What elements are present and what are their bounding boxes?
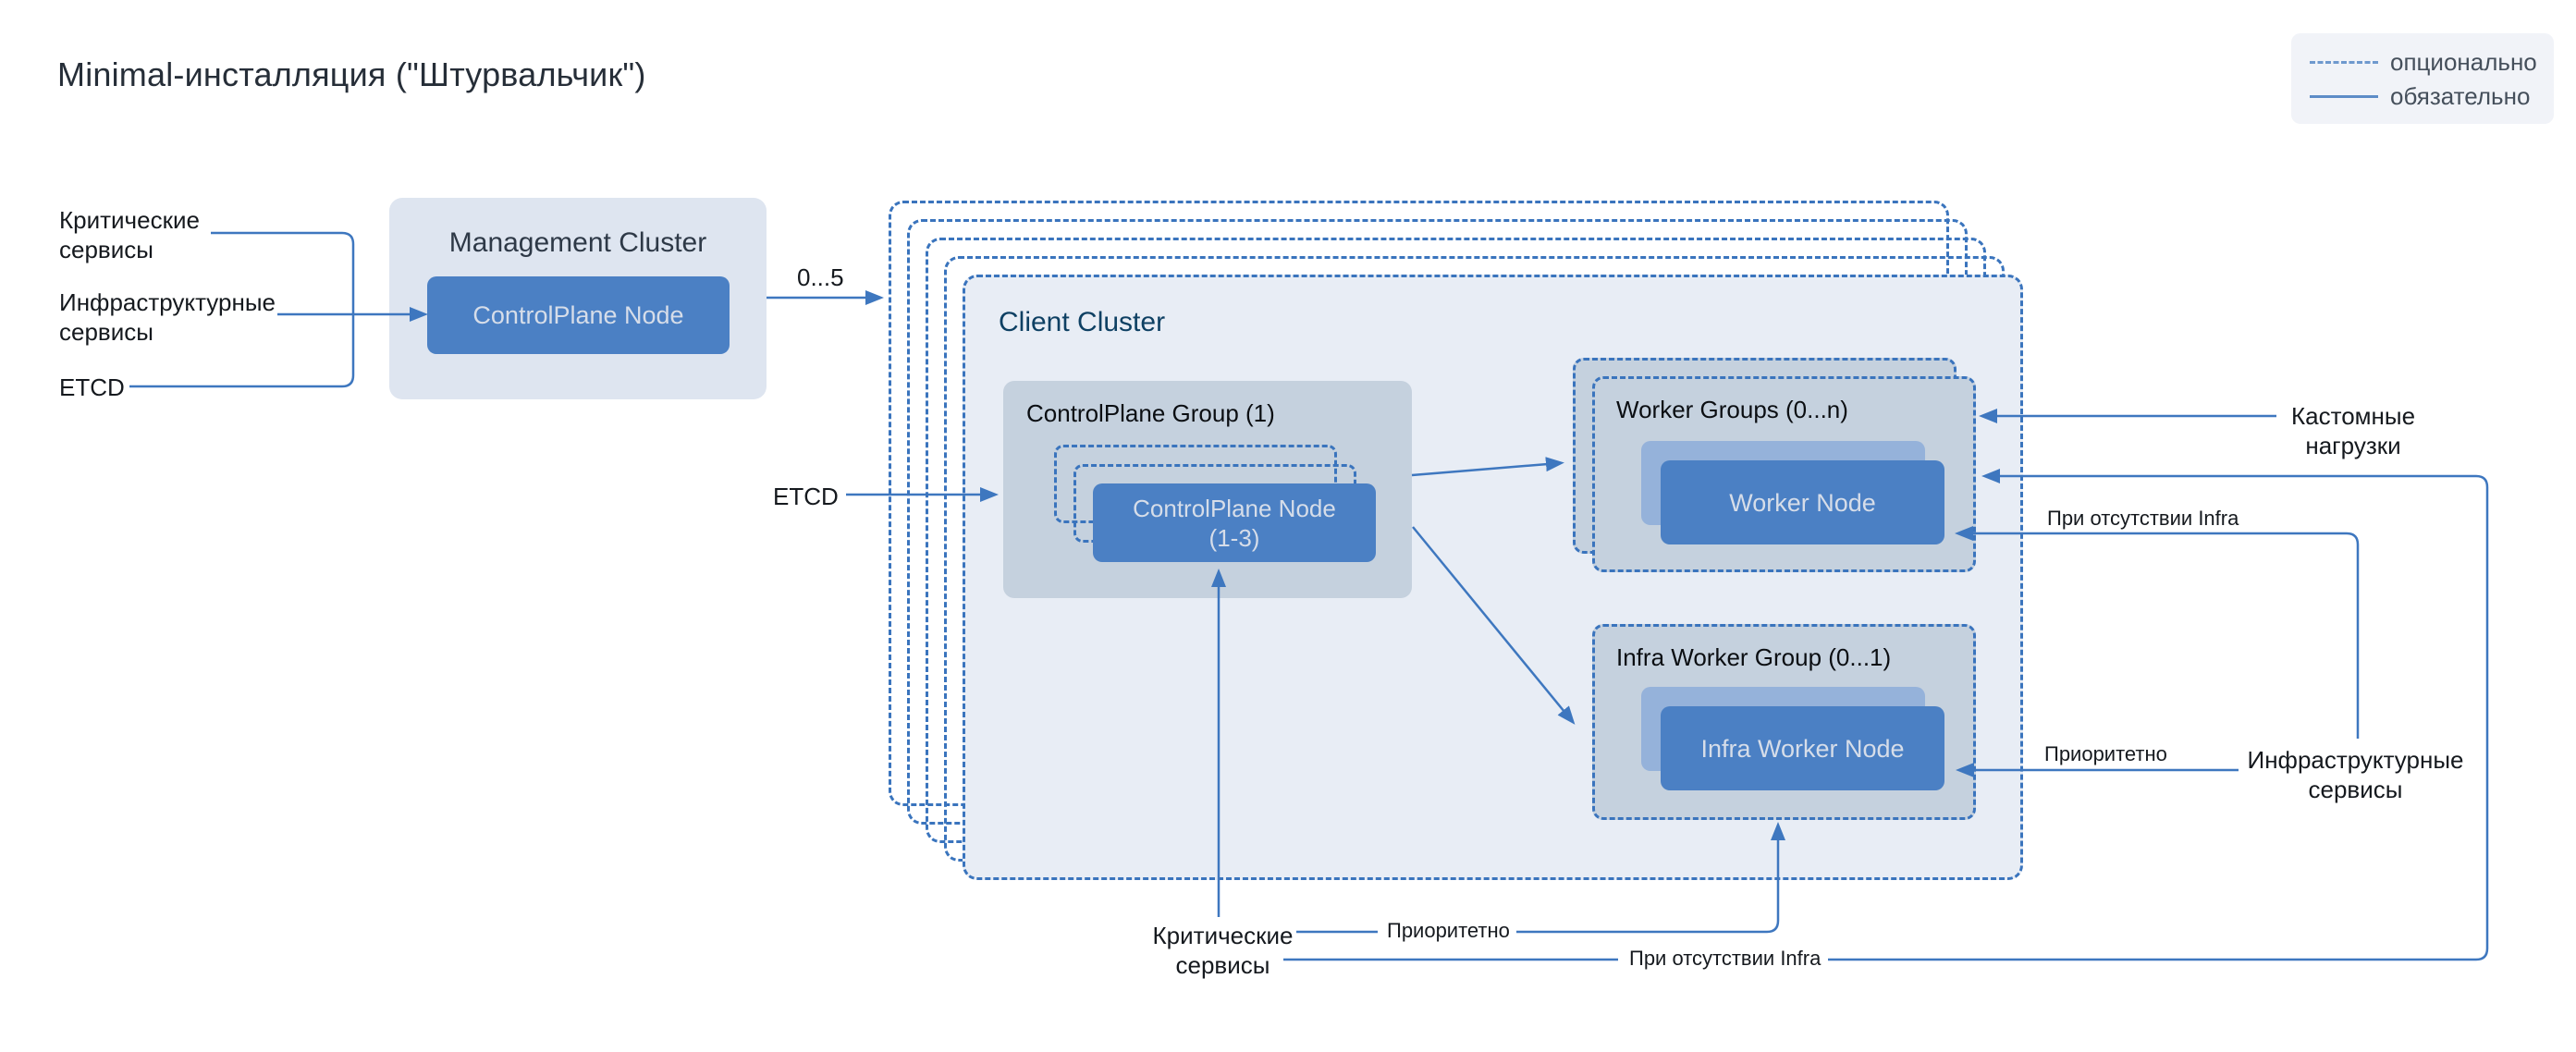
solid-line-sample — [2310, 94, 2378, 98]
legend: опционально обязательно — [2291, 33, 2554, 124]
page-title: Minimal-инсталляция ("Штурвальчик") — [57, 55, 646, 93]
client-controlplane-node: ControlPlane Node (1-3) — [1093, 483, 1376, 562]
label-critical-services-bottom: Критические сервисы — [1152, 922, 1294, 979]
label-etcd-left: ETCD — [59, 373, 125, 401]
label-critical-services-left: Критические сервисы — [59, 206, 200, 263]
management-controlplane-node: ControlPlane Node — [427, 276, 730, 354]
label-no-infra-right: При отсутствии Infra — [2047, 507, 2239, 530]
label-priority-right: Приоритетно — [2044, 742, 2167, 765]
label-infra-services-right: Инфраструктурные сервисы — [2247, 746, 2464, 803]
label-etcd-client: ETCD — [773, 483, 839, 510]
edge-no-infra-right — [1955, 526, 2360, 739]
dashed-line-sample — [2310, 60, 2378, 64]
label-mgmt-to-client-count: 0...5 — [797, 263, 844, 291]
legend-row-optional: опционально — [2310, 47, 2537, 76]
label-priority-bottom: Приоритетно — [1387, 919, 1510, 942]
management-cluster-title: Management Cluster — [448, 227, 707, 258]
label-custom-loads: Кастомные нагрузки — [2290, 402, 2416, 459]
client-cluster-title: Client Cluster — [999, 307, 1166, 337]
legend-optional-label: опционально — [2390, 47, 2537, 76]
worker-groups-title: Worker Groups (0...n) — [1616, 396, 1848, 423]
infra-worker-node: Infra Worker Node — [1661, 706, 1944, 790]
legend-row-required: обязательно — [2310, 81, 2531, 110]
label-infra-services-left: Инфраструктурные сервисы — [59, 288, 276, 346]
controlplane-group-title: ControlPlane Group (1) — [1026, 399, 1275, 427]
worker-node: Worker Node — [1661, 460, 1944, 544]
legend-required-label: обязательно — [2390, 81, 2531, 110]
infra-worker-group-title: Infra Worker Group (0...1) — [1616, 643, 1892, 671]
label-no-infra-bottom: При отсутствии Infra — [1629, 947, 1822, 970]
